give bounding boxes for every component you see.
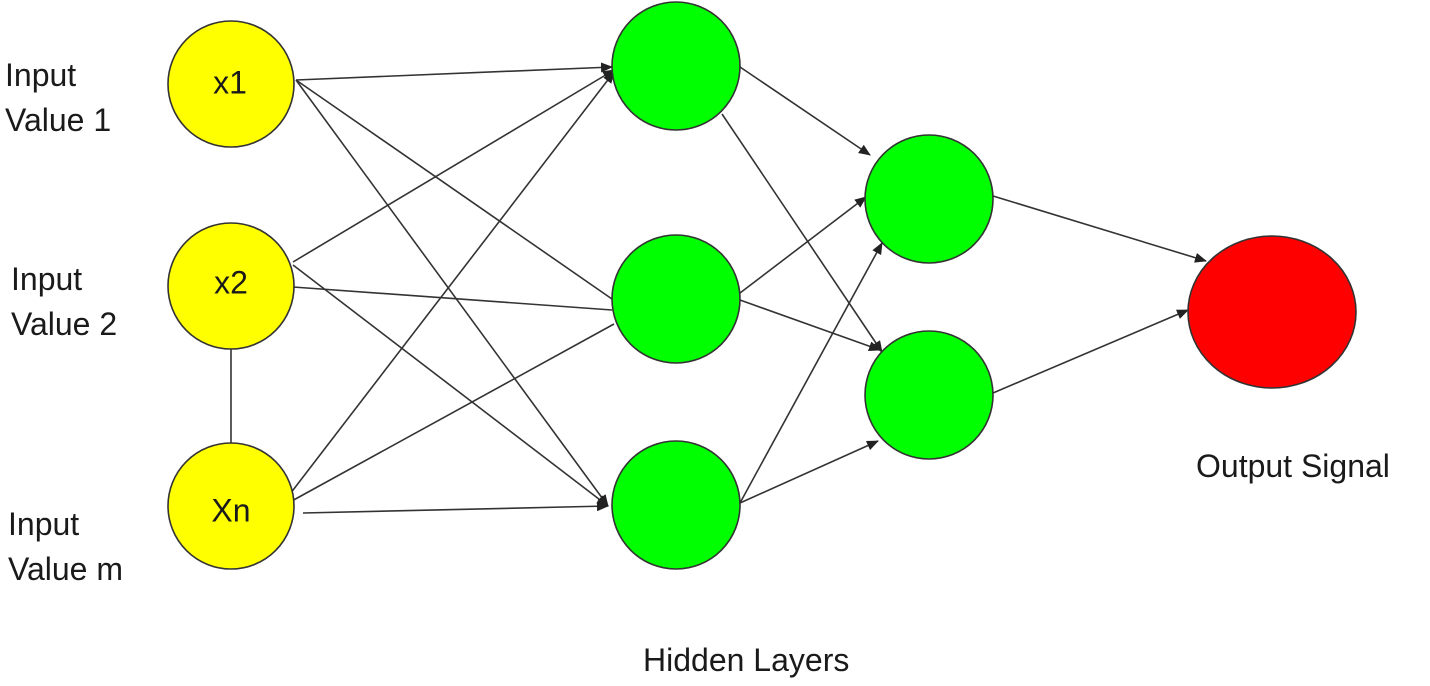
edge-x2-h3	[292, 264, 609, 507]
input-label-2: Input Value 2	[11, 257, 117, 347]
edge-h2-h5	[739, 299, 881, 352]
input-label-m: Input Value m	[8, 502, 123, 592]
edge-h3-h4	[739, 242, 883, 504]
input-layer: x1 x2 Xn	[167, 20, 295, 570]
input-label-m-line2: Value m	[8, 551, 124, 587]
hidden-layer-1	[611, 1, 741, 570]
output-signal-label: Output Signal	[1196, 448, 1390, 484]
hidden-node-5	[864, 330, 994, 460]
edge-xn-h1	[289, 71, 615, 495]
output-node	[1187, 235, 1357, 389]
input-label-2-line1: Input	[11, 261, 83, 297]
edge-x2-h1	[292, 69, 615, 263]
edge-x1-h3	[295, 79, 609, 507]
edge-x1-h1	[295, 62, 613, 81]
edge-h2-h4	[739, 196, 867, 294]
hidden-layers-label: Hidden Layers	[643, 642, 850, 678]
input-node-x2-label: x2	[214, 264, 248, 300]
hidden-layer-2	[864, 134, 994, 460]
input-node-x1-circle	[167, 20, 295, 148]
input-label-1: Input Value 1	[5, 53, 111, 143]
input-node-x1-label: x1	[213, 64, 247, 100]
edge-xn-h2	[289, 323, 615, 503]
input-label-1-line1: Input	[5, 57, 77, 93]
connections	[230, 62, 1207, 514]
edge-x1-h2	[295, 79, 613, 300]
edge-x2-h2	[292, 286, 613, 311]
edge-h3-h5	[739, 440, 879, 504]
input-label-2-line2: Value 2	[11, 306, 118, 342]
input-label-1-line2: Value 1	[5, 102, 112, 138]
edge-h1-h5	[721, 113, 883, 353]
output-layer	[1187, 235, 1357, 389]
input-node-x1: x1	[167, 20, 295, 148]
edge-h4-out	[992, 195, 1207, 263]
hidden-node-3	[611, 440, 741, 570]
input-node-xn: Xn	[167, 442, 295, 570]
input-node-xn-circle	[167, 442, 295, 570]
hidden-node-1	[611, 1, 741, 131]
edge-h5-out	[992, 309, 1189, 394]
edge-h1-h4	[739, 66, 871, 156]
input-label-m-line1: Input	[8, 506, 80, 542]
input-node-x2: x2	[167, 222, 295, 350]
input-node-x2-circle	[167, 222, 295, 350]
input-node-xn-label: Xn	[211, 492, 250, 528]
edge-xn-h3	[302, 501, 609, 514]
hidden-node-4	[864, 134, 994, 264]
hidden-node-2	[611, 234, 741, 364]
